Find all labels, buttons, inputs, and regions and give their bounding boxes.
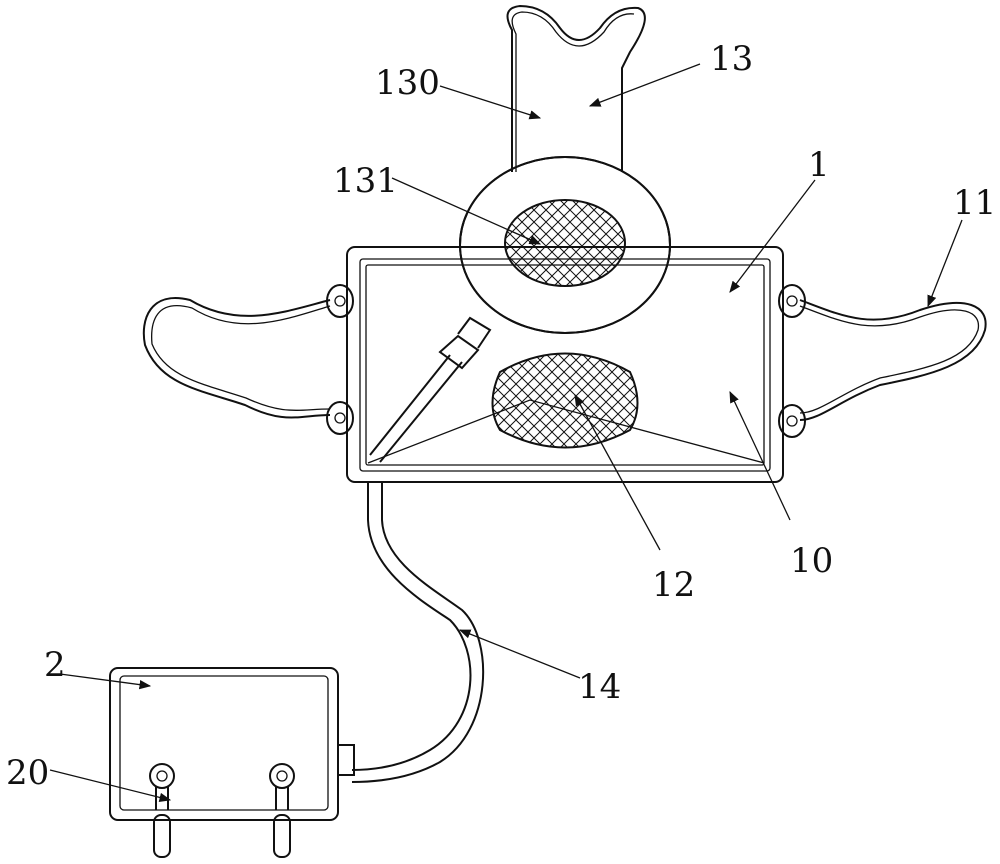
lower-mesh (491, 352, 639, 449)
neck-piece (506, 4, 646, 172)
label-11: 11 (953, 183, 996, 223)
power-box (109, 667, 355, 821)
label-1: 1 (808, 145, 830, 185)
label-13: 13 (710, 39, 753, 79)
upper-mesh (504, 199, 626, 287)
label-14: 14 (578, 667, 621, 707)
label-20: 20 (6, 753, 49, 793)
label-130: 130 (375, 63, 440, 103)
connector-rod (369, 316, 492, 463)
leader-lines (49, 63, 963, 802)
label-2: 2 (44, 645, 66, 685)
cable (351, 482, 485, 783)
right-strap[interactable] (778, 284, 987, 438)
label-10: 10 (790, 541, 833, 581)
left-strap (142, 284, 354, 435)
label-12: 12 (652, 565, 695, 605)
label-131: 131 (333, 161, 398, 201)
plug-pins (149, 763, 295, 858)
ring-unit (459, 156, 671, 334)
